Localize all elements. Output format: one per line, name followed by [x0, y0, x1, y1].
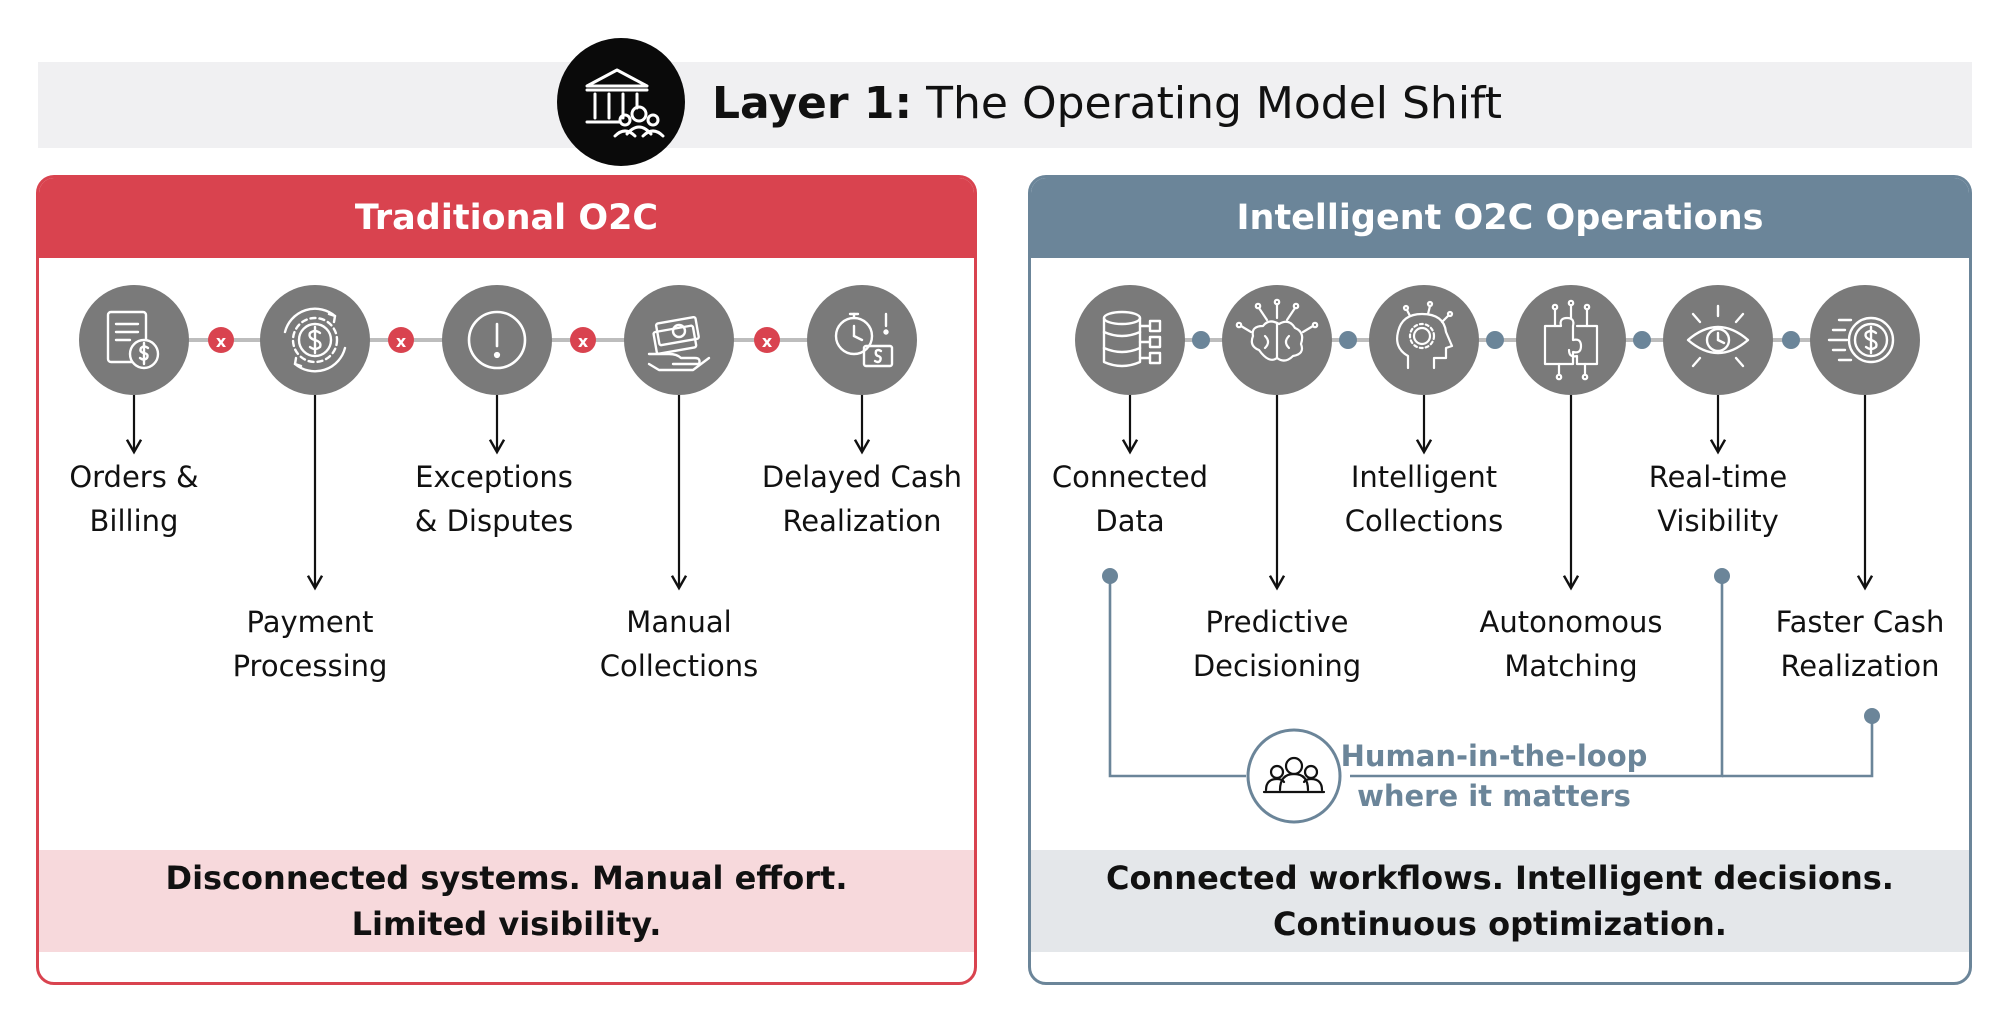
stage-label-line: Orders &: [69, 460, 199, 494]
intelligent-footer-line-2: Continuous optimization.: [1273, 905, 1727, 943]
gear-dollar-cycle-icon: [260, 285, 370, 395]
bank-people-icon: [557, 38, 685, 166]
x-mark-4: x: [754, 327, 780, 353]
fast-dollar-coin-icon: [1810, 285, 1920, 395]
page-title: Layer 1: The Operating Model Shift: [712, 72, 1502, 136]
stage-label-line: Visibility: [1657, 504, 1779, 538]
loop-dot-realtime: [1714, 568, 1730, 584]
stage-label-line: Faster Cash: [1775, 605, 1945, 639]
traditional-footer-line-1: Disconnected systems. Manual effort.: [165, 859, 848, 897]
human-loop-line-1: Human-in-the-loop: [1340, 739, 1648, 773]
chain-dot-3: [1486, 331, 1504, 349]
stage-orders-billing: Orders & Billing: [24, 455, 244, 543]
stage-autonomous-matching: Autonomous Matching: [1461, 600, 1681, 688]
stage-label-line: Manual: [626, 605, 732, 639]
stage-payment-processing: Payment Processing: [200, 600, 420, 688]
human-loop-connectors: [1108, 578, 1874, 778]
hand-cash-icon: [624, 285, 734, 395]
stage-label-line: Intelligent: [1350, 460, 1498, 494]
stage-label-line: Decisioning: [1192, 649, 1362, 683]
svg-text:x: x: [396, 332, 407, 351]
stage-label-line: Data: [1095, 504, 1165, 538]
stage-label-line: & Disputes: [414, 504, 574, 538]
traditional-header: Traditional O2C: [39, 178, 974, 258]
stage-label-line: Collections: [1344, 504, 1504, 538]
stage-label-line: Realization: [782, 504, 942, 538]
stage-label-line: Real-time: [1648, 460, 1788, 494]
svg-text:x: x: [578, 332, 589, 351]
chain-dot-2: [1339, 331, 1357, 349]
chain-dot-4: [1633, 331, 1651, 349]
stage-label-line: Processing: [232, 649, 388, 683]
people-group-icon: [1246, 728, 1342, 824]
intelligent-footer: Connected workflows. Intelligent decisio…: [1031, 850, 1969, 952]
title-bold: Layer 1:: [712, 78, 913, 129]
human-loop-line-2: where it matters: [1357, 779, 1631, 813]
title-rest: The Operating Model Shift: [912, 78, 1503, 129]
stage-label-line: Collections: [599, 649, 759, 683]
loop-dot-faster: [1864, 708, 1880, 724]
puzzle-circuit-icon: [1516, 285, 1626, 395]
x-mark-3: x: [570, 327, 596, 353]
stage-realtime-visibility: Real-time Visibility: [1608, 455, 1828, 543]
stage-label-line: Connected: [1051, 460, 1209, 494]
intelligent-header: Intelligent O2C Operations: [1031, 178, 1969, 258]
stage-manual-collections: Manual Collections: [569, 600, 789, 688]
stage-delayed-cash: Delayed Cash Realization: [752, 455, 972, 543]
stage-label-line: Realization: [1780, 649, 1940, 683]
stage-label-line: Delayed Cash: [761, 460, 963, 494]
chain-dot-1: [1192, 331, 1210, 349]
stage-label-line: Exceptions: [415, 460, 573, 494]
x-mark-1: x: [208, 327, 234, 353]
stopwatch-dollar-icon: [807, 285, 917, 395]
chain-dot-5: [1782, 331, 1800, 349]
stage-label-line: Payment: [246, 605, 374, 639]
eye-clock-icon: [1663, 285, 1773, 395]
stage-faster-cash: Faster Cash Realization: [1750, 600, 1970, 688]
intelligent-panel: Intelligent O2C Operations Connected wor…: [1028, 175, 1972, 985]
svg-text:x: x: [762, 332, 773, 351]
stage-label-line: Predictive: [1205, 605, 1349, 639]
exclamation-icon: [442, 285, 552, 395]
stage-label-line: Matching: [1504, 649, 1638, 683]
x-mark-2: x: [388, 327, 414, 353]
database-icon: [1075, 285, 1185, 395]
stage-label-line: Autonomous: [1479, 605, 1663, 639]
intelligent-footer-line-1: Connected workflows. Intelligent decisio…: [1106, 859, 1894, 897]
brain-circuit-icon: [1222, 285, 1332, 395]
stage-intelligent-collections: Intelligent Collections: [1314, 455, 1534, 543]
traditional-footer-line-2: Limited visibility.: [351, 905, 662, 943]
svg-text:x: x: [216, 332, 227, 351]
traditional-footer: Disconnected systems. Manual effort. Lim…: [39, 850, 974, 952]
stage-connected-data: Connected Data: [1020, 455, 1240, 543]
invoice-dollar-icon: [79, 285, 189, 395]
ai-head-gear-icon: [1369, 285, 1479, 395]
title-band: [38, 62, 1972, 148]
stage-exceptions-disputes: Exceptions & Disputes: [384, 455, 604, 543]
loop-dot-connected: [1102, 568, 1118, 584]
human-loop-label: Human-in-the-loop where it matters: [1334, 736, 1654, 816]
stage-label-line: Billing: [89, 504, 179, 538]
stage-predictive-decisioning: Predictive Decisioning: [1167, 600, 1387, 688]
